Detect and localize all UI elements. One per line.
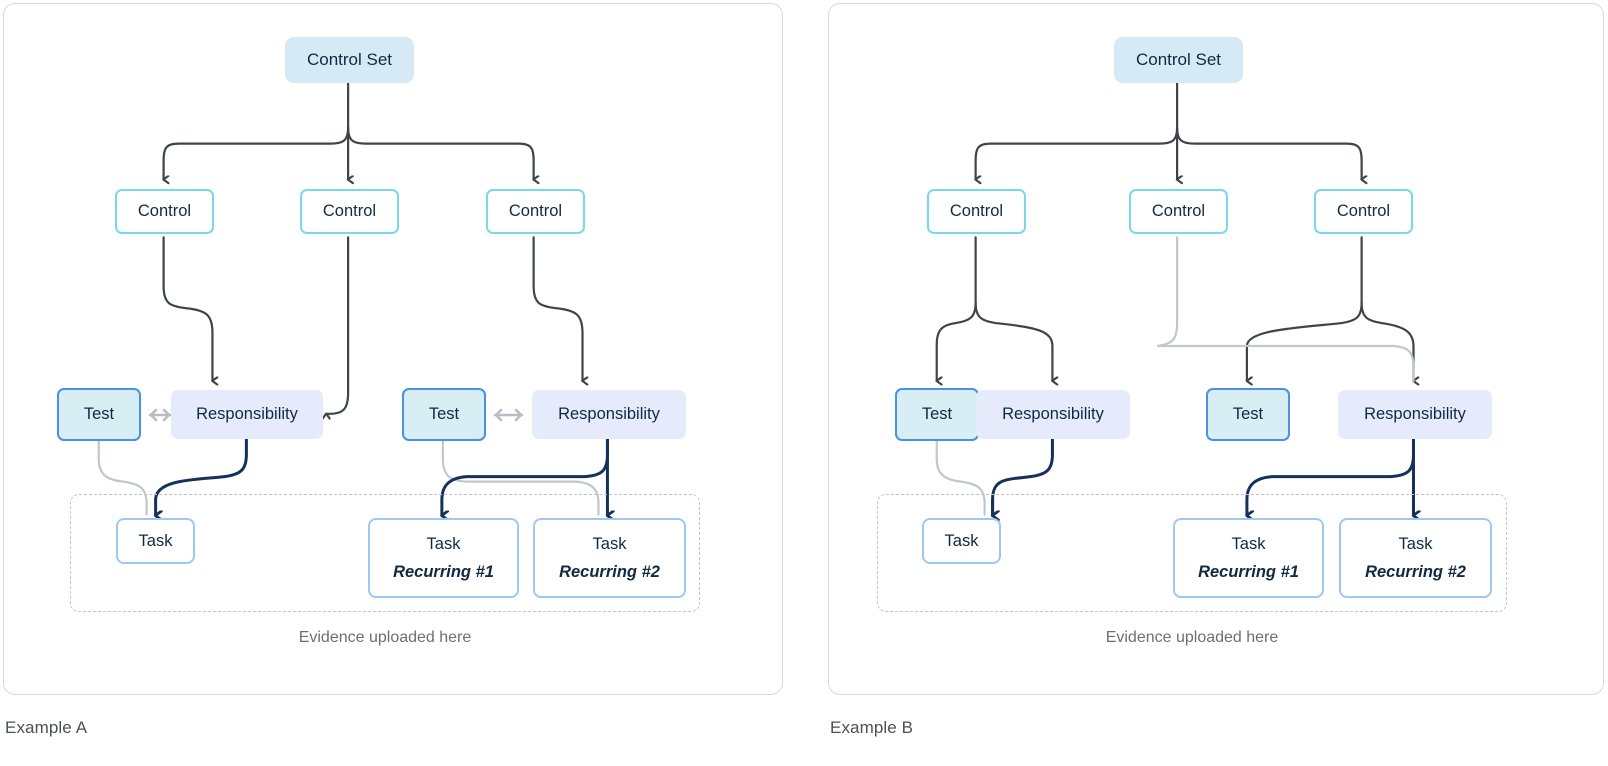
node-label: Control [508,202,563,221]
node-label: Task [1398,534,1433,553]
node-task-recurring-1[interactable]: Task Recurring #1 [368,518,519,598]
node-task-1[interactable]: Task [116,518,195,564]
node-label: Task [426,534,461,553]
example-b-card: Evidence uploaded here Control Set Contr… [828,3,1604,695]
node-label: Test [1232,405,1264,424]
node-responsibility-1[interactable]: Responsibility [976,390,1130,439]
node-control-set[interactable]: Control Set [1114,37,1243,83]
example-a-diagram: Evidence uploaded here Control Set Contr… [4,4,782,694]
node-task-recurring-1[interactable]: Task Recurring #1 [1173,518,1324,598]
node-control-2[interactable]: Control [1129,189,1228,234]
bidirectional-link-icon-2 [486,402,531,428]
node-control-1[interactable]: Control [927,189,1026,234]
node-label: Task [138,531,173,550]
node-recurring-label: Recurring #2 [559,562,660,581]
evidence-label: Evidence uploaded here [298,629,472,646]
example-b-caption: Example B [830,718,914,737]
example-a-card: Evidence uploaded here Control Set Contr… [3,3,783,695]
node-test-2[interactable]: Test [402,388,486,441]
node-task-1[interactable]: Task [922,518,1001,564]
node-label: Responsibility [196,405,298,424]
node-task-recurring-2[interactable]: Task Recurring #2 [1339,518,1492,598]
bidirectional-link-icon-1 [140,402,180,428]
node-task-recurring-2[interactable]: Task Recurring #2 [533,518,686,598]
node-label: Control Set [1135,50,1222,70]
node-label: Test [428,405,460,424]
node-label: Test [921,405,953,424]
node-label: Responsibility [558,405,660,424]
node-label: Control [1151,202,1206,221]
node-label: Task [944,531,979,550]
evidence-region [877,494,1507,612]
node-label: Control [137,202,192,221]
evidence-label: Evidence uploaded here [1105,629,1279,646]
example-a-caption: Example A [5,718,88,737]
example-b-diagram: Evidence uploaded here Control Set Contr… [829,4,1603,694]
node-label: Control Set [306,50,393,70]
node-test-2[interactable]: Test [1206,388,1290,441]
node-recurring-label: Recurring #1 [1198,562,1299,581]
node-test-1[interactable]: Test [895,388,979,441]
node-label: Control [949,202,1004,221]
evidence-region [70,494,700,612]
node-label: Control [1336,202,1391,221]
node-label: Test [83,405,115,424]
node-responsibility-1[interactable]: Responsibility [171,390,323,439]
node-label: Task [1231,534,1266,553]
node-recurring-label: Recurring #1 [393,562,494,581]
node-control-set[interactable]: Control Set [285,37,414,83]
node-control-2[interactable]: Control [300,189,399,234]
node-recurring-label: Recurring #2 [1365,562,1466,581]
node-control-3[interactable]: Control [1314,189,1413,234]
node-label: Responsibility [1002,405,1104,424]
node-responsibility-2[interactable]: Responsibility [532,390,686,439]
node-control-3[interactable]: Control [486,189,585,234]
node-responsibility-2[interactable]: Responsibility [1338,390,1492,439]
node-label: Task [592,534,627,553]
node-test-1[interactable]: Test [57,388,141,441]
node-label: Responsibility [1364,405,1466,424]
node-control-1[interactable]: Control [115,189,214,234]
node-label: Control [322,202,377,221]
